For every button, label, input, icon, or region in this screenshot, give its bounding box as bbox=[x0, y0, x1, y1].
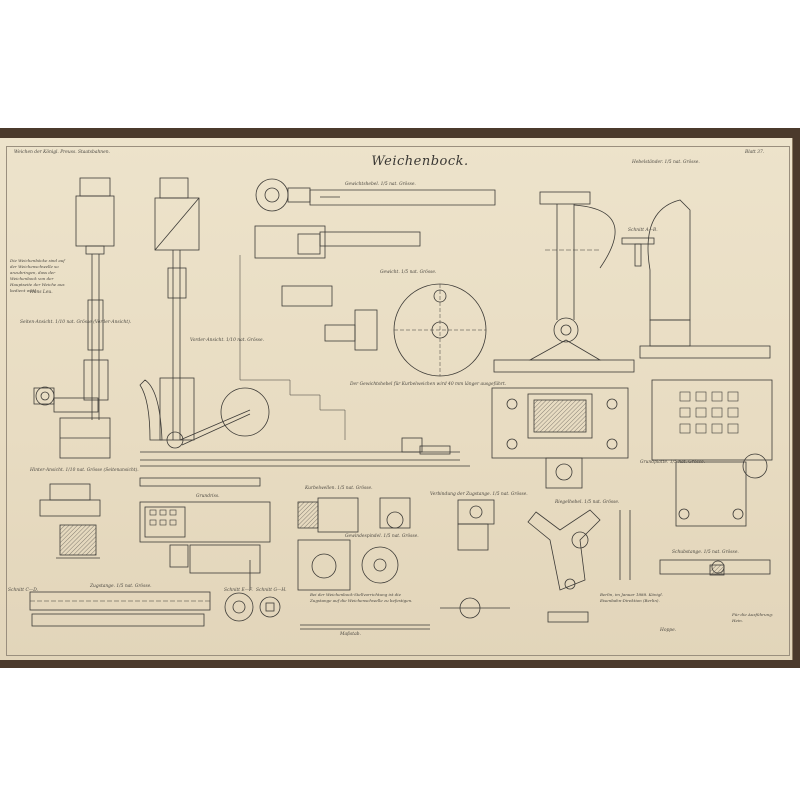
sheet-title: Weichenbock. bbox=[371, 154, 469, 169]
lock-bar-label: Schubstange. 1/5 nat. Grösse. bbox=[672, 550, 739, 555]
approval-block: Berlin, im Januar 1888. Königl. Eisenbah… bbox=[600, 592, 663, 603]
lever-caption: Der Gewichtshebel für Kurbelweichen wird… bbox=[350, 382, 507, 387]
section-gh-label: Schnitt G—H. bbox=[256, 588, 287, 593]
bracket-detail-label: Riegelhebel. 1/5 nat. Grösse. bbox=[555, 500, 620, 505]
spindle-detail-label: Gewindespindel. 1/5 nat. Grösse. bbox=[345, 534, 419, 539]
approval-signature: Hoppe. bbox=[660, 628, 677, 633]
section-ef-label: Schnitt E—F. bbox=[224, 588, 253, 593]
front-view-column bbox=[139, 177, 470, 467]
base-plate-label: Grundplatte. 1/5 nat. Grösse. bbox=[640, 460, 706, 465]
front-view-label: Vorder-Ansicht. 1/10 nat. Grösse. bbox=[190, 338, 265, 343]
middle-note: Bei der Weichenbock-Stellvorrichtung ist… bbox=[310, 592, 413, 603]
lock-bar-detail bbox=[659, 559, 771, 576]
signature: Hans Leu. bbox=[30, 290, 53, 295]
plan-view-label: Grundriss. bbox=[196, 494, 220, 499]
bracket-detail bbox=[527, 509, 631, 623]
section-cd-label: Schnitt C—D. bbox=[8, 588, 38, 593]
base-plate-detail bbox=[491, 379, 773, 527]
bar-detail bbox=[29, 591, 281, 627]
connection-detail-label: Verbindung der Zugstange. 1/5 nat. Gröss… bbox=[430, 492, 528, 497]
scale-note: Maßstab. bbox=[340, 632, 361, 637]
side-note: Die Weichenböcke sind auf der Weichensch… bbox=[10, 258, 65, 293]
weight-section-label: Gewicht. 1/5 nat. Grösse. bbox=[380, 270, 437, 275]
weight-disc-detail bbox=[281, 283, 487, 377]
sheet-border bbox=[6, 146, 790, 656]
stand-detail bbox=[493, 191, 771, 373]
crank-detail-label: Kurbelwellen. 1/5 nat. Grösse. bbox=[305, 486, 373, 491]
stepped-guide-line bbox=[239, 255, 346, 440]
side-elevation-label: Seiten-Ansicht. 1/10 nat. Grösse (Vorder… bbox=[20, 320, 132, 325]
top-left-note: Weichen der Königl. Preuss. Staatsbahnen… bbox=[14, 150, 110, 155]
sheet-number: Blatt 37. bbox=[745, 150, 765, 155]
lever-detail bbox=[254, 178, 496, 259]
lever-detail-label: Gewichtshebel. 1/5 nat. Grösse. bbox=[345, 182, 416, 187]
plan-view bbox=[139, 477, 271, 590]
drawn-by: Für die Ausführung: Hein. bbox=[732, 612, 774, 623]
section-ab-label: Schnitt A—B. bbox=[628, 228, 658, 233]
stand-detail-label: Hebelständer. 1/5 nat. Grösse. bbox=[632, 160, 700, 165]
rear-view-label: Hinter-Ansicht. 1/10 nat. Grösse (Seiten… bbox=[30, 468, 139, 473]
rear-view-column bbox=[33, 177, 115, 559]
bar-detail-label: Zugstange. 1/5 nat. Grösse. bbox=[90, 584, 152, 589]
crank-and-spindle-details bbox=[297, 497, 510, 630]
